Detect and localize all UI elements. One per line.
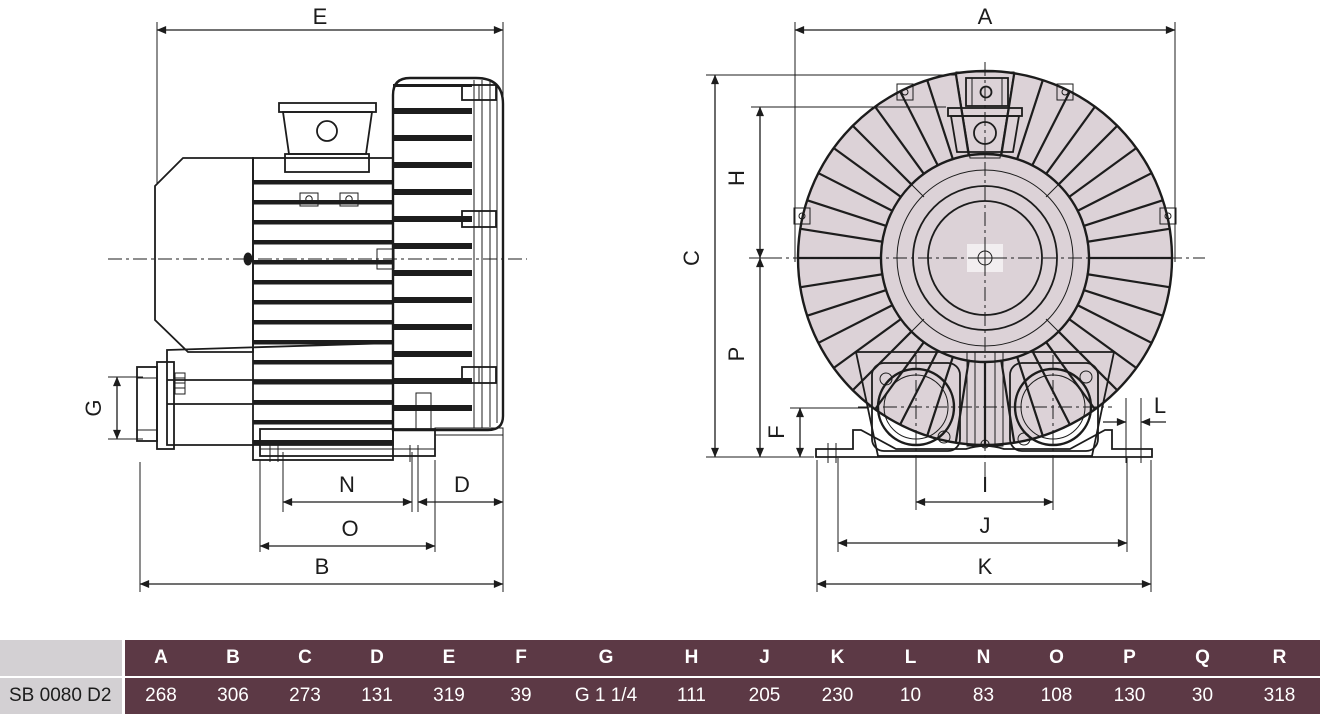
technical-drawing: E G N D O B — [81, 4, 1205, 592]
col-header-E: E — [413, 640, 485, 678]
col-header-D: D — [341, 640, 413, 678]
col-header-H: H — [655, 640, 728, 678]
dim-label-L: L — [1154, 393, 1166, 418]
table-row: SB 0080 D2 268 306 273 131 319 39 G 1 1/… — [0, 678, 1320, 714]
terminal-box — [278, 102, 377, 173]
top-port-structure — [947, 71, 1023, 159]
col-header-A: A — [125, 640, 197, 678]
dim-G: G — [81, 376, 143, 440]
value-D: 131 — [341, 678, 413, 714]
lifting-screws — [299, 192, 359, 207]
dim-label-K: K — [978, 554, 993, 579]
dim-D: D — [417, 452, 504, 512]
col-header-K: K — [801, 640, 874, 678]
dim-label-J: J — [980, 513, 991, 538]
dim-F: F — [764, 407, 868, 458]
dim-A: A — [794, 4, 1176, 262]
motor-cooling-fins — [253, 172, 393, 452]
side-port — [136, 361, 186, 450]
value-P: 130 — [1093, 678, 1166, 714]
col-header-R: R — [1239, 640, 1320, 678]
mounting-lugs — [793, 83, 1177, 225]
diagonal-stiffeners — [909, 182, 1061, 334]
value-R: 318 — [1239, 678, 1320, 714]
value-G: G 1 1/4 — [557, 678, 655, 714]
value-B: 306 — [197, 678, 269, 714]
dim-label-P: P — [724, 347, 749, 362]
col-header-C: C — [269, 640, 341, 678]
col-header-O: O — [1020, 640, 1093, 678]
value-N: 83 — [947, 678, 1020, 714]
dim-label-I: I — [982, 472, 988, 497]
dim-B: B — [139, 434, 504, 592]
dim-label-E: E — [313, 4, 328, 29]
dim-E: E — [156, 4, 504, 197]
radial-fins — [799, 74, 1171, 444]
value-E: 319 — [413, 678, 485, 714]
col-header-F: F — [485, 640, 557, 678]
value-C: 273 — [269, 678, 341, 714]
silencer-box — [166, 342, 504, 446]
col-header-P: P — [1093, 640, 1166, 678]
dim-label-A: A — [978, 4, 993, 29]
dim-I: I — [915, 462, 1054, 510]
table-header-row: A B C D E F G H J K L N O P Q R — [0, 640, 1320, 678]
col-header-B: B — [197, 640, 269, 678]
bottom-port-assembly — [854, 351, 1116, 462]
value-O: 108 — [1020, 678, 1093, 714]
base-bracket — [815, 429, 1153, 463]
dim-label-O: O — [341, 516, 358, 541]
dim-P: P — [724, 257, 764, 458]
value-K: 230 — [801, 678, 874, 714]
dim-K: K — [816, 460, 1152, 592]
dim-J: J — [837, 458, 1128, 552]
dim-O: O — [259, 460, 436, 552]
shaft-end-dot — [243, 252, 253, 266]
col-header-L: L — [874, 640, 947, 678]
value-F: 39 — [485, 678, 557, 714]
dim-label-C: C — [679, 250, 704, 266]
dim-label-B: B — [315, 554, 330, 579]
dim-label-D: D — [454, 472, 470, 497]
col-header-Q: Q — [1166, 640, 1239, 678]
model-label: SB 0080 D2 — [0, 678, 125, 714]
dim-label-G: G — [81, 399, 106, 416]
blower-housing-side — [391, 76, 505, 432]
front-view: A C H P F L — [679, 4, 1205, 592]
value-Q: 30 — [1166, 678, 1239, 714]
col-header-J: J — [728, 640, 801, 678]
value-H: 111 — [655, 678, 728, 714]
value-A: 268 — [125, 678, 197, 714]
motor-end-cap — [154, 157, 254, 353]
col-header-N: N — [947, 640, 1020, 678]
dim-C: C — [679, 74, 956, 458]
dim-label-N: N — [339, 472, 355, 497]
side-view: E G N D O B — [81, 4, 527, 592]
table-corner-cell — [0, 640, 125, 678]
value-J: 205 — [728, 678, 801, 714]
dim-L: L — [1103, 393, 1166, 463]
dim-H: H — [724, 106, 946, 259]
dimension-table: A B C D E F G H J K L N O P Q R SB 0080 … — [0, 640, 1320, 714]
col-header-G: G — [557, 640, 655, 678]
dim-label-F: F — [764, 425, 789, 438]
cover-clamps — [461, 84, 497, 384]
dim-N: N — [282, 452, 413, 512]
dim-label-H: H — [724, 170, 749, 186]
value-L: 10 — [874, 678, 947, 714]
